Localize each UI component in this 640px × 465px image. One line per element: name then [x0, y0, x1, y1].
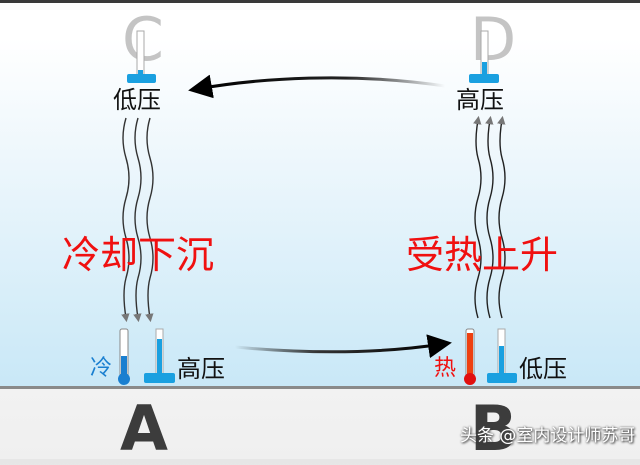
left-process-label: 冷却下沉: [62, 233, 215, 277]
sinking-air-lines: [121, 117, 154, 323]
a-temp-label: 冷: [90, 356, 113, 381]
a-pressure-label: 高压: [177, 355, 225, 383]
b-pressure-label: 低压: [519, 355, 567, 383]
b-temp-label: 热: [434, 356, 457, 381]
c-pressure-label: 低压: [113, 86, 161, 114]
barometer-d-icon: [469, 30, 499, 83]
right-process-label: 受热上升: [406, 233, 559, 277]
point-a-label: A: [120, 392, 168, 465]
rising-air-lines: [473, 115, 506, 319]
sky-background: [0, 0, 640, 386]
point-b-label: B: [470, 392, 518, 465]
top-bar: [0, 0, 640, 3]
arrow-d-to-c: [188, 74, 446, 99]
barometer-c-icon: [127, 30, 156, 83]
thermometer-hot-icon: [464, 328, 476, 385]
barometer-a-icon: [144, 328, 175, 383]
thermometer-cold-icon: [118, 328, 130, 385]
point-d-label: D: [470, 5, 517, 75]
d-pressure-label: 高压: [456, 86, 504, 114]
watermark: 头条 @室内设计师苏哥: [460, 426, 636, 446]
ground-line: [0, 386, 640, 389]
barometer-b-icon: [487, 328, 517, 383]
arrow-a-to-b: [234, 334, 452, 359]
